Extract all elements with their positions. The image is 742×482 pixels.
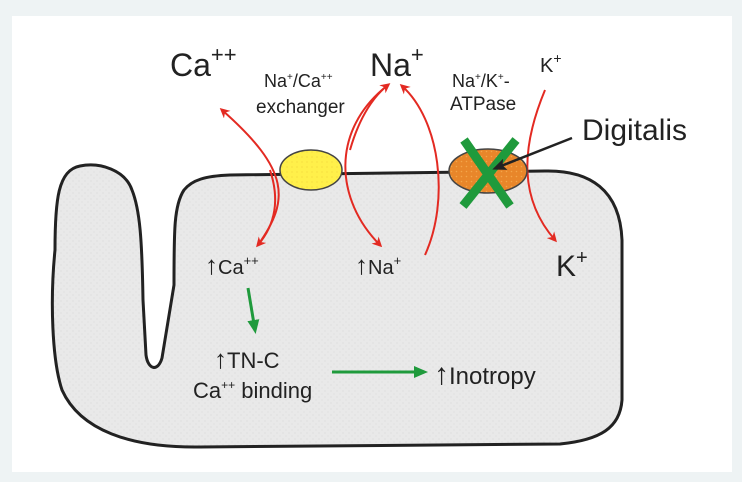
extracellular-na-label: Na+ <box>370 42 424 83</box>
inotropy-label: ↑Inotropy <box>434 358 536 391</box>
tnc-label-line1: ↑TN-C <box>214 344 280 374</box>
na-exchanger-up-arrow <box>349 83 391 151</box>
intracellular-ca-label: ↑Ca++ <box>205 250 259 280</box>
cell-membrane <box>50 163 624 449</box>
exchanger-label-line1: Na+/Ca++ <box>264 71 333 91</box>
extracellular-ca-label: Ca++ <box>170 42 237 83</box>
atpase-label-line2: ATPase <box>450 94 516 115</box>
digitalis-label: Digitalis <box>582 114 687 147</box>
ca-influx-arrow <box>256 169 277 248</box>
atpase-label-line1: Na+/K+- <box>452 71 510 91</box>
na-atpase-arrow <box>399 83 440 256</box>
digitalis-pointer-arrow <box>492 136 573 170</box>
na-ca-exchanger <box>279 149 343 191</box>
inhibition-x-icon <box>459 137 520 209</box>
exchanger-label-line2: exchanger <box>256 97 345 118</box>
extracellular-k-label: K+ <box>540 50 562 77</box>
tnc-label-line2: Ca++ binding <box>193 378 312 403</box>
intracellular-na-label: ↑Na+ <box>355 250 401 280</box>
na-exchanger-arrow <box>344 84 389 248</box>
intracellular-k-label: K+ <box>556 247 588 283</box>
ca-to-tnc-arrow <box>246 287 260 334</box>
